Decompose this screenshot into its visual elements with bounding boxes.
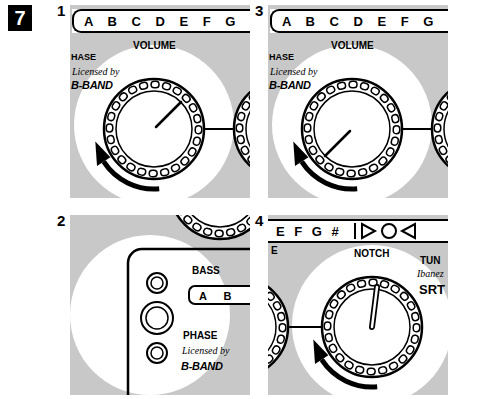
callout-number: 4 [255, 213, 263, 230]
jack [147, 273, 167, 293]
knob-link [204, 128, 236, 130]
knob-link [288, 326, 322, 328]
tuner-led [382, 224, 396, 238]
note-band: A B C D E F G [72, 9, 250, 33]
spotlight [292, 245, 448, 395]
callout-number: 3 [255, 3, 263, 20]
volume-knob [104, 79, 204, 179]
knob-label: VOLUME [331, 40, 374, 51]
jack [151, 277, 163, 289]
note-band: A B C D E F G [270, 9, 448, 33]
node-text: A B [199, 290, 232, 302]
node-text: E F G # [276, 224, 339, 239]
switch-box: A B [188, 285, 250, 305]
turn-arrow [293, 142, 357, 190]
knob-label: NOTCH [354, 248, 390, 259]
switch-fill [188, 285, 250, 305]
spotlight [70, 235, 230, 395]
tuner-band: E F G # [268, 219, 448, 243]
jack [151, 347, 163, 359]
turn-arrow [95, 142, 159, 190]
panel-label: TUN [420, 255, 441, 266]
tuner-bar [354, 223, 356, 239]
illustration-panel: 3A B C D E F GHASEVOLUMELicensed byB-BAN… [268, 5, 448, 198]
callout-number: 1 [57, 3, 65, 20]
switch-label: PHASE [183, 330, 217, 341]
knob-label: VOLUME [133, 40, 176, 51]
neighbor-knob [268, 277, 288, 377]
logo-text: Licensed by [72, 66, 120, 77]
housing-outline [128, 249, 250, 395]
panel-label: HASE [71, 52, 96, 62]
knob-link [402, 128, 434, 130]
knob-pointer [325, 131, 350, 156]
panel-label: HASE [269, 52, 294, 62]
node-text: A B C D E F G [282, 14, 433, 29]
volume-knob [302, 79, 402, 179]
illustration-panel: 4E F G #ENOTCHTUNIbanezSRT [268, 215, 448, 395]
logo-text: Licensed by [182, 345, 230, 356]
panel-illustration [70, 215, 250, 395]
brand-logo: B-BAND [269, 79, 311, 91]
brand-logo: B-BAND [71, 79, 113, 91]
neighbor-knob [432, 79, 448, 179]
knob-pointer [372, 287, 377, 327]
callout-number: 2 [57, 213, 65, 230]
illustration-panel: 2A BBASSPHASELicensed byB-BAND [70, 215, 250, 395]
turn-arrow [313, 340, 377, 388]
step-number-box: 7 [8, 5, 32, 31]
notch-knob [322, 277, 422, 377]
tuner-led [362, 224, 375, 238]
logo-text: Licensed by [270, 66, 318, 77]
band-fill [72, 9, 250, 33]
jack [147, 343, 167, 363]
panel-illustration [70, 5, 250, 198]
panel-illustration [268, 5, 448, 198]
band-fill [268, 219, 448, 243]
neighbor-knob [234, 79, 250, 179]
brand-logo: B-BAND [181, 360, 223, 372]
model-name: SRT [419, 282, 445, 297]
knob-label: BASS [192, 265, 220, 276]
bass-knob [170, 215, 250, 239]
panel-label: E [271, 245, 278, 256]
brand-logo: Ibanez [417, 268, 444, 279]
jack [146, 307, 168, 329]
node-text: A B C D E F G [84, 14, 235, 29]
knob-pointer [372, 287, 377, 327]
tuner-led [402, 224, 415, 238]
node-text: 7 [14, 8, 25, 28]
illustration-panel: 1A B C D E F GHASEVOLUMELicensed byB-BAN… [70, 5, 250, 198]
band-fill [270, 9, 448, 33]
knob-pointer [156, 102, 181, 127]
jack [141, 302, 173, 334]
